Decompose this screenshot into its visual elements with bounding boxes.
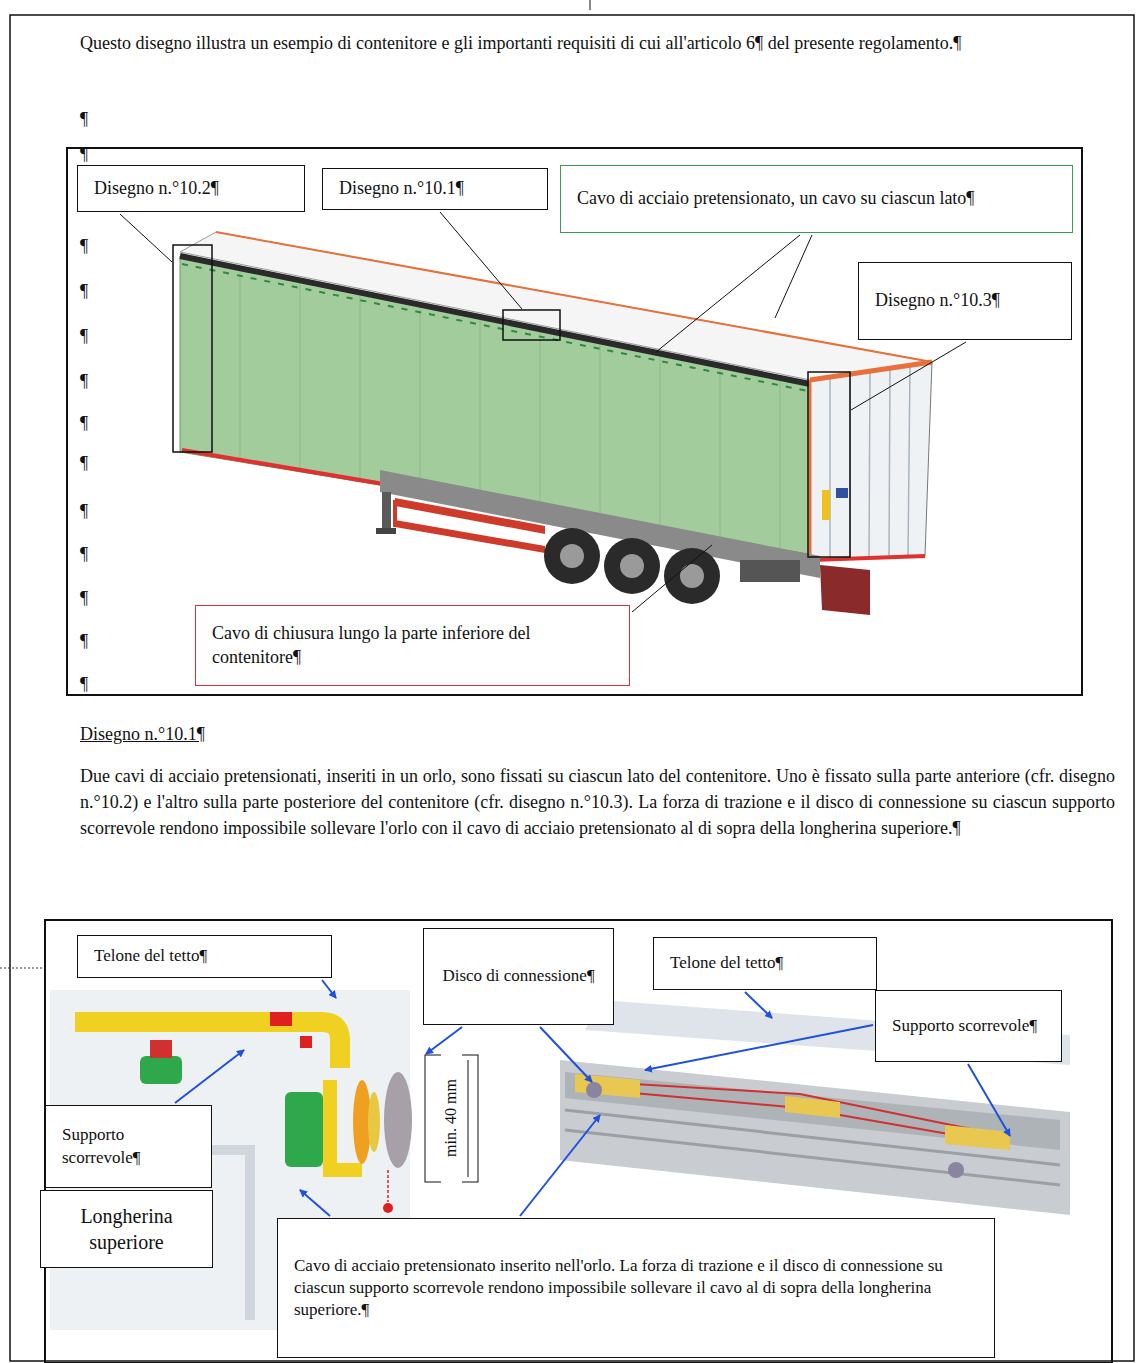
paragraph-mark: ¶ (80, 280, 100, 303)
box-text: Cavo di acciaio pretensionato, un cavo s… (577, 187, 1056, 210)
part-label-box: Telone del tetto¶ (653, 937, 877, 990)
trailer-drawing (180, 232, 932, 615)
paragraph-mark: ¶ (80, 452, 100, 475)
box-text: Telone del tetto¶ (670, 952, 860, 974)
box-text: Disegno n.°10.3¶ (875, 289, 1055, 312)
note-box: Cavo di chiusura lungo la parte inferior… (195, 605, 630, 686)
box-text: Disegno n.°10.1¶ (339, 177, 531, 200)
margin-mark (0, 968, 42, 969)
note-box: Cavo di acciaio pretensionato, un cavo s… (560, 165, 1073, 233)
figure-frame (67, 148, 1082, 695)
part-label-box: Longherina superiore (40, 1190, 213, 1268)
paragraph-mark: ¶ (80, 587, 100, 610)
intro-paragraph: Questo disegno illustra un esempio di co… (80, 32, 1115, 55)
box-text: Telone del tetto¶ (94, 945, 315, 967)
box-text: Supporto scorrevole¶ (892, 1015, 1045, 1037)
callout-frame (173, 245, 850, 557)
margin-mark (590, 0, 591, 10)
leader-line (120, 212, 966, 612)
figure-frame (45, 920, 1112, 1363)
box-text: Supporto scorrevole¶ (62, 1124, 195, 1168)
part-label-box: Supporto scorrevole¶ (45, 1105, 212, 1188)
box-text: Cavo di acciaio pretensionato inserito n… (294, 1255, 978, 1321)
page-frame (10, 15, 1134, 1361)
callout-box: Disegno n.°10.2¶ (77, 165, 305, 212)
paragraph-mark: ¶ (80, 235, 100, 258)
paragraph-mark: ¶ (80, 108, 100, 131)
paragraph-mark: ¶ (80, 673, 100, 696)
callout-box: Disegno n.°10.1¶ (322, 168, 548, 210)
paragraph-mark: ¶ (80, 630, 100, 653)
paragraph-mark: ¶ (80, 370, 100, 393)
paragraph-mark: ¶ (80, 543, 100, 566)
paragraph-mark: ¶ (80, 325, 100, 348)
box-text: Longherina superiore (57, 1203, 196, 1255)
note-box: Cavo di acciaio pretensionato inserito n… (277, 1218, 995, 1358)
paragraph-mark: ¶ (80, 500, 100, 523)
box-text: Disco di connessione¶ (440, 965, 597, 987)
callout-box: Disegno n.°10.3¶ (858, 262, 1072, 340)
box-text: Cavo di chiusura lungo la parte inferior… (212, 622, 613, 669)
box-text: Disegno n.°10.2¶ (94, 177, 288, 200)
paragraph-mark: ¶ (80, 412, 100, 435)
part-label-box: Telone del tetto¶ (77, 935, 332, 978)
part-label-box: Disco di connessione¶ (423, 928, 614, 1025)
body-paragraph: Due cavi di acciaio pretensionati, inser… (80, 763, 1115, 841)
paragraph-mark: ¶ (80, 143, 100, 166)
rail-drawing (560, 1000, 1070, 1215)
section-heading: Disegno n.°10.1¶ (80, 723, 380, 746)
dimension-label: min. 40 mm (441, 1053, 462, 1183)
part-label-box: Supporto scorrevole¶ (875, 990, 1062, 1062)
